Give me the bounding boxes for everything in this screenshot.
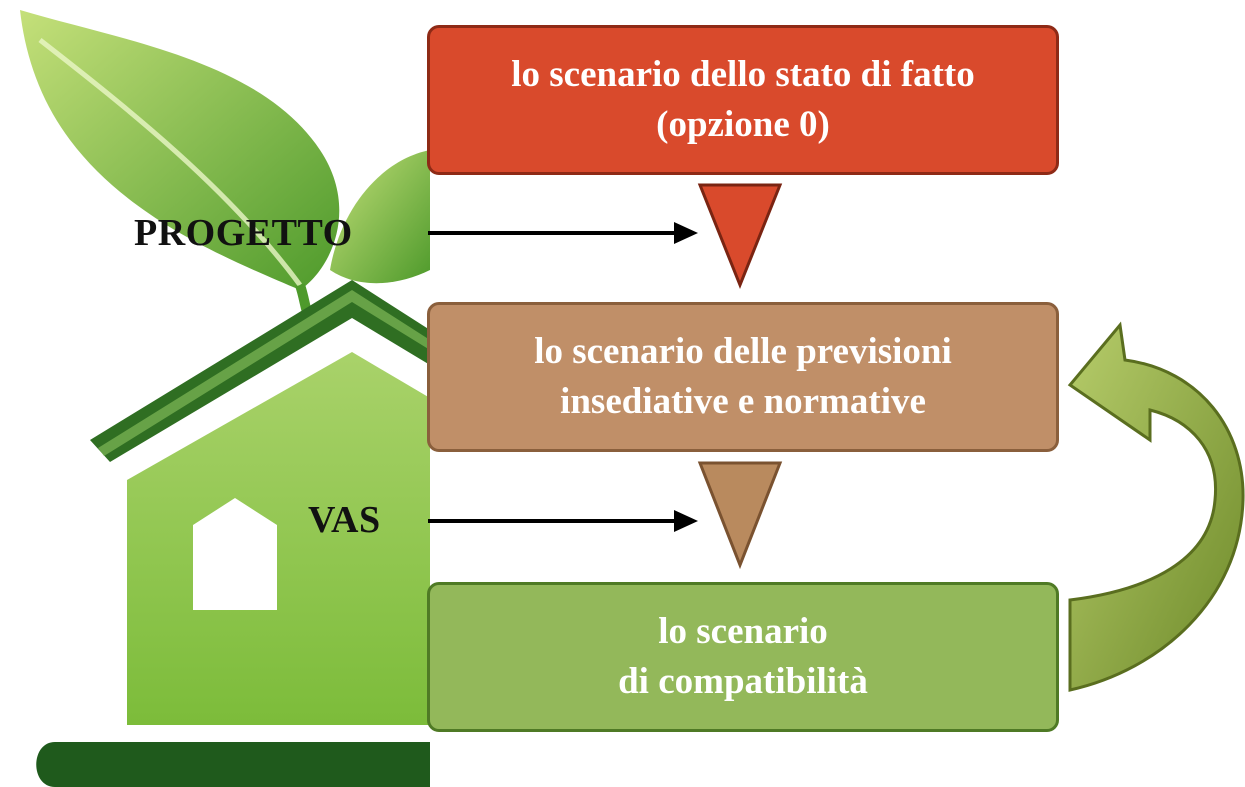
leaf-icon [20, 10, 340, 290]
progetto-label: PROGETTO [134, 212, 353, 254]
curved-arrow-icon [1067, 321, 1245, 692]
house-window [193, 498, 277, 610]
scenario-previsioni-box: lo scenario delle previsioni insediative… [427, 302, 1059, 452]
arrow-right-icon-head [674, 510, 698, 532]
roof [90, 280, 430, 462]
box-line: (opzione 0) [656, 104, 830, 145]
vas-label: VAS [308, 499, 381, 541]
house-body [127, 352, 430, 725]
leaf-vein [38, 38, 303, 287]
triangle-down-icon [697, 461, 783, 570]
box-line: lo scenario [658, 611, 828, 653]
scenario-stato-di-fatto-box: lo scenario dello stato di fatto (opzion… [427, 25, 1059, 175]
scenario-compatibilita-box: lo scenario di compatibilità [427, 582, 1059, 732]
ground-bar [36, 742, 430, 787]
leaf-icon [330, 150, 430, 284]
box-line: lo scenario dello stato di fatto [511, 54, 975, 96]
box-line: lo scenario delle previsioni [534, 331, 952, 373]
box-line: insediative e normative [560, 381, 926, 422]
triangle-down-icon [697, 183, 783, 290]
box-line: di compatibilità [618, 661, 868, 702]
arrow-right-icon-head [674, 222, 698, 244]
